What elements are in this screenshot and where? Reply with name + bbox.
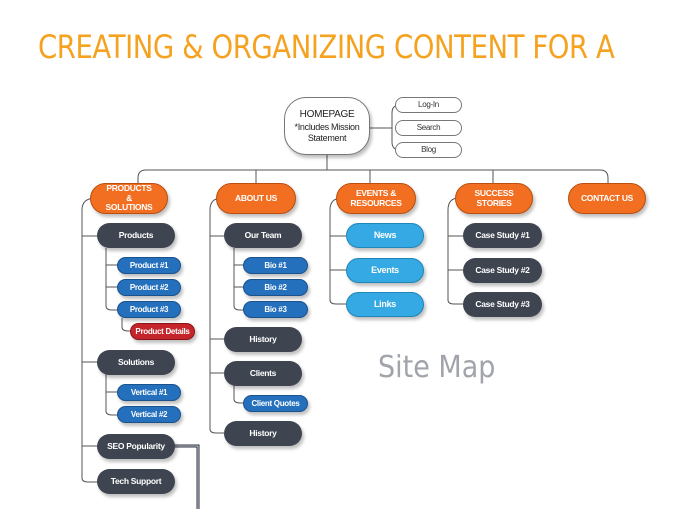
section-about-us[interactable]: ABOUT US — [216, 183, 296, 214]
our-team-node[interactable]: Our Team — [224, 223, 302, 248]
news-node[interactable]: News — [346, 223, 424, 248]
homepage-node[interactable]: HOMEPAGE *Includes Mission Statement — [284, 97, 370, 155]
section-contact-us[interactable]: CONTACT US — [568, 183, 646, 214]
tech-support-node[interactable]: Tech Support — [97, 469, 175, 494]
case-study-1-node[interactable]: Case Study #1 — [463, 223, 542, 248]
section-events-resources[interactable]: EVENTS & RESOURCES — [336, 183, 416, 214]
site-map-caption: Site Map — [378, 350, 496, 385]
blog-node[interactable]: Blog — [395, 142, 462, 158]
client-quotes-node[interactable]: Client Quotes — [243, 395, 308, 412]
search-node[interactable]: Search — [395, 120, 462, 136]
product-2-node[interactable]: Product #2 — [117, 279, 181, 296]
history-2-node[interactable]: History — [224, 421, 302, 446]
events-node[interactable]: Events — [346, 258, 424, 283]
vertical-2-node[interactable]: Vertical #2 — [117, 406, 181, 423]
page-title: CREATING & ORGANIZING CONTENT FOR A — [38, 28, 615, 66]
homepage-title: HOMEPAGE — [299, 108, 355, 120]
seo-popularity-node[interactable]: SEO Popularity — [97, 434, 175, 459]
section-success-stories[interactable]: SUCCESS STORIES — [455, 183, 533, 214]
login-node[interactable]: Log-In — [395, 97, 462, 113]
bio-1-node[interactable]: Bio #1 — [243, 257, 308, 274]
section-products-solutions[interactable]: PRODUCTS & SOLUTIONS — [90, 183, 168, 214]
product-details-node[interactable]: Product Details — [130, 323, 195, 340]
links-node[interactable]: Links — [346, 292, 424, 317]
bio-2-node[interactable]: Bio #2 — [243, 279, 308, 296]
homepage-note: *Includes Mission Statement — [294, 122, 360, 143]
products-node[interactable]: Products — [97, 223, 175, 248]
solutions-node[interactable]: Solutions — [97, 350, 175, 375]
history-node[interactable]: History — [224, 327, 302, 352]
bio-3-node[interactable]: Bio #3 — [243, 301, 308, 318]
case-study-3-node[interactable]: Case Study #3 — [463, 292, 542, 317]
product-1-node[interactable]: Product #1 — [117, 257, 181, 274]
case-study-2-node[interactable]: Case Study #2 — [463, 258, 542, 283]
vertical-1-node[interactable]: Vertical #1 — [117, 384, 181, 401]
clients-node[interactable]: Clients — [224, 361, 302, 386]
product-3-node[interactable]: Product #3 — [117, 301, 181, 318]
seo-highlight-line — [174, 444, 200, 509]
